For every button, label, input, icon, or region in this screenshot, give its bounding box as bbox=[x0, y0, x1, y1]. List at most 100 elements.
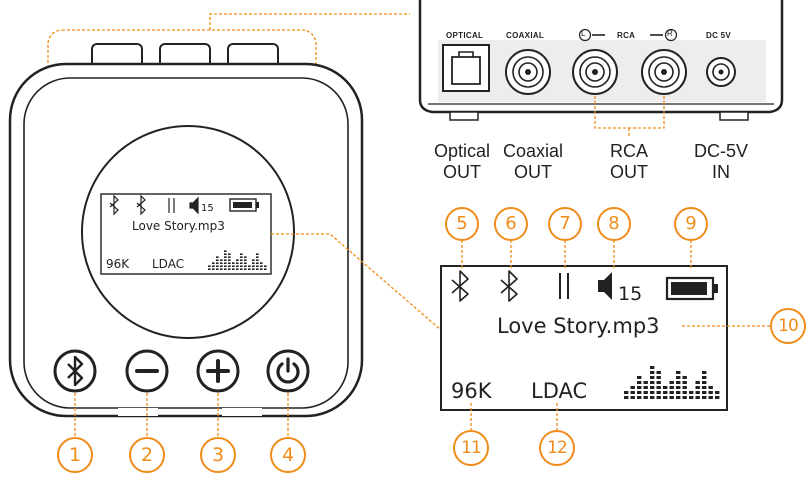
sample-rate: 96K bbox=[451, 379, 492, 403]
spectrum-segment bbox=[643, 386, 648, 389]
spectrum-segment bbox=[252, 262, 255, 264]
spectrum-segment bbox=[228, 268, 231, 270]
dc-caption-line2: IN bbox=[712, 162, 730, 182]
spectrum-segment bbox=[643, 381, 648, 384]
callout-10: 10 bbox=[770, 308, 806, 344]
rca-caption-line1: RCA bbox=[609, 141, 648, 161]
spectrum-segment bbox=[252, 268, 255, 270]
spectrum-segment bbox=[264, 268, 267, 270]
button-minus[interactable] bbox=[125, 349, 169, 393]
spectrum-segment bbox=[256, 259, 259, 261]
spectrum-segment bbox=[260, 268, 263, 270]
spectrum-segment bbox=[695, 396, 700, 399]
spectrum-segment bbox=[630, 396, 635, 399]
bluetooth-icon-6 bbox=[500, 270, 518, 302]
channel-markers bbox=[578, 28, 678, 42]
small-codec: LDAC bbox=[152, 257, 185, 271]
left-channel-mark: L bbox=[581, 29, 586, 38]
coaxial-caption-line1: Coaxial bbox=[502, 141, 564, 161]
spectrum-segment bbox=[643, 391, 648, 394]
screen-callout-leaders bbox=[461, 240, 692, 430]
spectrum-segment bbox=[232, 268, 235, 270]
right-channel-mark: R bbox=[667, 29, 673, 38]
bluetooth-icon-5 bbox=[451, 270, 469, 302]
spectrum-segment bbox=[695, 386, 700, 389]
spectrum-segment bbox=[236, 259, 239, 261]
spectrum-segment bbox=[256, 262, 259, 264]
spectrum-segment bbox=[232, 262, 235, 264]
spectrum-segment bbox=[676, 396, 681, 399]
spectrum-segment bbox=[256, 268, 259, 270]
button-bluetooth[interactable] bbox=[53, 349, 97, 393]
spectrum-segment bbox=[236, 268, 239, 270]
volume-value: 15 bbox=[618, 283, 643, 305]
optical-caption: Optical OUT bbox=[430, 141, 494, 183]
dc-caption-line1: DC-5V bbox=[693, 141, 748, 161]
spectrum-segment bbox=[224, 262, 227, 264]
spectrum-segment bbox=[244, 259, 247, 261]
spectrum-segment bbox=[637, 391, 642, 394]
spectrum-segment bbox=[708, 391, 713, 394]
spectrum-segment bbox=[240, 259, 243, 261]
spectrum-segment bbox=[656, 396, 661, 399]
callout-6: 6 bbox=[494, 207, 528, 241]
plus-icon bbox=[206, 359, 230, 383]
spectrum-segment bbox=[708, 396, 713, 399]
spectrum-segment bbox=[676, 386, 681, 389]
callout-9: 9 bbox=[674, 207, 708, 241]
spectrum-segment bbox=[682, 396, 687, 399]
spectrum-segment bbox=[656, 371, 661, 374]
callout-12: 12 bbox=[539, 430, 575, 466]
coaxial-label: COAXIAL bbox=[506, 31, 545, 40]
dc-port bbox=[706, 57, 736, 87]
optical-label: OPTICAL bbox=[446, 31, 484, 40]
spectrum-segment bbox=[224, 250, 227, 252]
spectrum-segment bbox=[228, 262, 231, 264]
callout-8: 8 bbox=[597, 207, 631, 241]
spectrum-segment bbox=[630, 386, 635, 389]
button-callout-leaders bbox=[74, 393, 289, 437]
callout-1: 1 bbox=[57, 437, 93, 473]
spectrum-segment bbox=[656, 376, 661, 379]
spectrum-segment bbox=[224, 259, 227, 261]
button-plus[interactable] bbox=[196, 349, 240, 393]
spectrum-segment bbox=[650, 391, 655, 394]
spectrum-segment bbox=[228, 253, 231, 255]
spectrum-segment bbox=[244, 268, 247, 270]
spectrum-segment bbox=[244, 256, 247, 258]
spectrum-segment bbox=[260, 262, 263, 264]
spectrum-segment bbox=[240, 262, 243, 264]
spectrum-segment bbox=[650, 366, 655, 369]
zoom-screen-icons bbox=[451, 270, 718, 302]
optical-port bbox=[442, 44, 490, 92]
spectrum-segment bbox=[650, 381, 655, 384]
spectrum-segment bbox=[208, 268, 211, 270]
spectrum-segment bbox=[656, 391, 661, 394]
spectrum-segment bbox=[663, 396, 668, 399]
spectrum-segment bbox=[702, 386, 707, 389]
small-sample-rate: 96K bbox=[106, 257, 130, 271]
callout-5: 5 bbox=[445, 207, 479, 241]
spectrum-segment bbox=[676, 371, 681, 374]
rca-caption-line2: OUT bbox=[610, 162, 648, 182]
spectrum-icon bbox=[624, 366, 720, 399]
optical-caption-line2: OUT bbox=[443, 162, 481, 182]
spectrum-segment bbox=[216, 265, 219, 267]
small-spectrum-icon bbox=[208, 250, 267, 270]
small-screen-icons bbox=[109, 194, 259, 216]
spectrum-segment bbox=[695, 391, 700, 394]
spectrum-segment bbox=[682, 381, 687, 384]
spectrum-segment bbox=[676, 381, 681, 384]
spectrum-segment bbox=[702, 376, 707, 379]
spectrum-segment bbox=[643, 396, 648, 399]
dc-caption: DC-5V IN bbox=[688, 141, 754, 183]
device-body bbox=[8, 62, 364, 418]
spectrum-segment bbox=[708, 386, 713, 389]
screen-zoom-connector bbox=[271, 233, 442, 331]
spectrum-segment bbox=[244, 265, 247, 267]
spectrum-segment bbox=[244, 262, 247, 264]
button-power[interactable] bbox=[266, 349, 310, 393]
spectrum-segment bbox=[240, 256, 243, 258]
optical-caption-line1: Optical bbox=[433, 141, 491, 161]
